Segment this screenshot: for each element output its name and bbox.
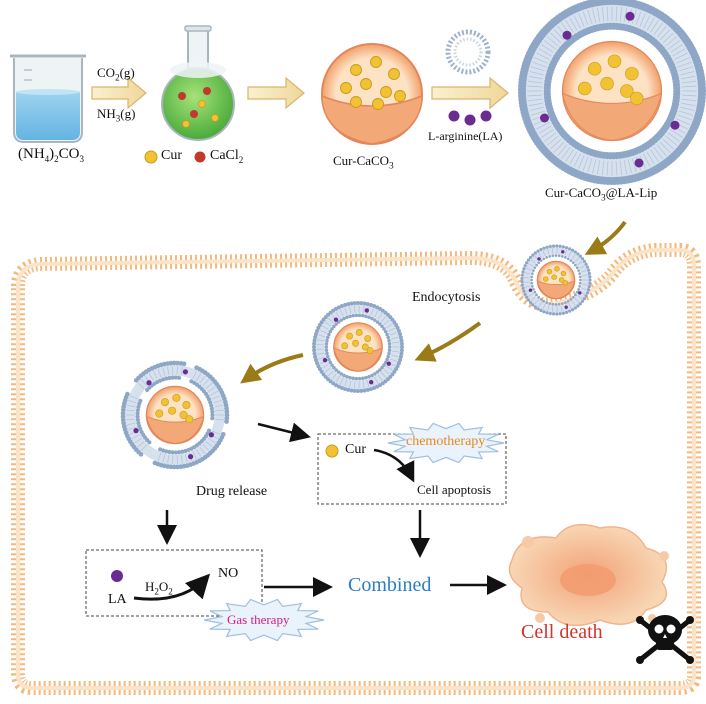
internalized-particle [312,301,404,393]
cur-label: Cur [345,442,366,458]
cur-legend-label: Cur [161,148,182,164]
arrow-to-inside [420,323,480,358]
cell-apoptosis-label: Cell apoptosis [417,482,491,498]
cell-death-label: Cell death [521,621,603,644]
arrow-to-release [245,355,303,380]
curcumin-icon [326,445,338,457]
flask-icon [162,26,234,140]
calcium-legend-icon [195,152,206,163]
arrow-to-chemo-box [258,424,306,436]
l-arginine-label: L-arginine(LA) [428,129,502,144]
arrow-to-liposome [432,78,508,108]
nh3-label: NH3(g) [97,106,135,124]
arrow-cur-to-apoptosis [374,450,412,478]
endocytosis-label: Endocytosis [412,290,480,306]
drug-release-label: Drug release [196,484,267,500]
chemotherapy-label: chemotherapy [406,434,485,450]
la-label: LA [108,592,127,608]
cur-caco3-particle [322,44,422,144]
cur-caco3-la-lip-particle [518,0,706,185]
dead-cell-icon [510,525,669,626]
liposome-icon [448,32,488,72]
cacl2-legend-label: CaCl2 [210,148,243,165]
h2o2-label: H2O2 [145,579,173,597]
beaker-icon [10,56,86,142]
cur-caco3-label: Cur-CaCO3 [333,153,394,171]
ammonium-carbonate-label: (NH4)2CO3 [18,146,84,164]
cur-caco3-la-lip-label: Cur-CaCO3@LA-Lip [545,185,657,203]
skull-crossbones-icon [636,615,694,664]
arrow-to-caco3 [248,78,304,108]
curcumin-legend-icon [145,151,157,163]
gas-therapy-label: Gas therapy [227,612,289,628]
no-label: NO [218,566,238,582]
combined-label: Combined [348,574,431,597]
arrow-into-cell [590,222,625,252]
arginine-icon [111,570,123,582]
releasing-particle [121,361,230,470]
arginine-molecules [449,111,492,126]
co2-label: CO2(g) [97,65,135,83]
